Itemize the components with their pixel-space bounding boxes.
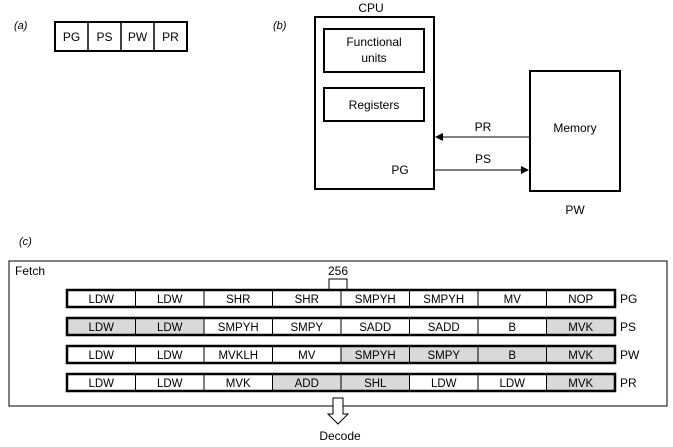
phase-row-label: PW: [620, 348, 640, 362]
instruction-label: LDW: [88, 322, 114, 334]
bracket-256-label: 256: [328, 264, 348, 278]
instruction-label: LDW: [88, 378, 114, 390]
instruction-label: SHR: [226, 294, 250, 306]
instruction-label: SMPY: [290, 322, 323, 334]
functional-units-label: units: [361, 51, 386, 65]
instruction-label: MVK: [568, 322, 593, 334]
fetch-row-outline: [65, 316, 617, 337]
panel-c: (c) Fetch 256 LDW LDW SHR SHR SMPYH SMPYH MV NO…: [8, 236, 668, 443]
pr-arrow-label: PR: [475, 120, 492, 134]
memory-block: [529, 70, 621, 192]
instruction-label: NOP: [568, 294, 593, 306]
fetch-row-outline: [65, 344, 617, 365]
decode-label: Decode: [319, 429, 361, 443]
phase-box-pw: PW: [128, 30, 148, 44]
phase-box-ps: PS: [96, 30, 112, 44]
phase-box-pg: PG: [63, 30, 80, 44]
instruction-label: SMPYH: [355, 294, 396, 306]
instruction-label: LDW: [431, 378, 457, 390]
instruction-label: MVK: [226, 378, 251, 390]
registers-label: Registers: [349, 98, 400, 112]
fetch-label: Fetch: [15, 264, 45, 278]
memory-label: Memory: [553, 121, 596, 135]
phase-box-pr: PR: [162, 30, 179, 44]
instruction-label: SADD: [428, 322, 460, 334]
cpu-block: [314, 16, 435, 190]
instruction-label: LDW: [157, 322, 183, 334]
instruction-label: ADD: [295, 378, 319, 390]
cpu-pg-label: PG: [391, 163, 408, 177]
panel-b-label: (b): [273, 20, 287, 32]
panel-c-label: (c): [19, 236, 32, 248]
instruction-label: MV: [298, 350, 316, 362]
instruction-label: SMPYH: [218, 322, 259, 334]
panel-b: (b) CPU Functional units Registers PG Me…: [273, 1, 621, 217]
instruction-label: SMPYH: [423, 294, 464, 306]
fetch-row-outline: [65, 288, 617, 309]
instruction-label: MV: [504, 294, 522, 306]
registers-block: [323, 87, 425, 122]
instruction-label: SHL: [364, 378, 387, 390]
panel-a: (a) PG PS PW PR: [14, 20, 188, 52]
instruction-label: MVK: [568, 350, 593, 362]
phase-row-label: PR: [620, 376, 637, 390]
instruction-label: SHR: [295, 294, 319, 306]
instruction-label: LDW: [157, 294, 183, 306]
phase-row-label: PG: [620, 292, 637, 306]
instruction-label: LDW: [157, 350, 183, 362]
instruction-label: LDW: [499, 378, 525, 390]
instruction-label: LDW: [88, 350, 114, 362]
memory-pw-label: PW: [565, 203, 585, 217]
fetch-row-outline: [65, 372, 617, 393]
panel-a-label: (a): [14, 20, 28, 32]
instruction-label: LDW: [157, 378, 183, 390]
instruction-label: SMPYH: [355, 350, 396, 362]
functional-units-block: [323, 28, 425, 73]
instruction-label: MVKLH: [218, 350, 258, 362]
ps-arrow-label: PS: [475, 152, 491, 166]
instruction-label: LDW: [88, 294, 114, 306]
phase-row-label: PS: [620, 320, 636, 334]
instruction-label: MVK: [568, 378, 593, 390]
cpu-title: CPU: [358, 1, 383, 15]
bracket-256: [328, 278, 348, 290]
instruction-label: B: [508, 350, 516, 362]
fetch-packet-rows: LDW LDW SHR SHR SMPYH SMPYH MV NOP PG LDW LDW SMPYH…: [65, 288, 640, 393]
functional-units-label: Functional: [346, 35, 401, 49]
instruction-label: B: [508, 322, 516, 334]
instruction-label: SMPY: [427, 350, 460, 362]
decode-arrow: [326, 397, 350, 425]
instruction-label: SADD: [359, 322, 391, 334]
